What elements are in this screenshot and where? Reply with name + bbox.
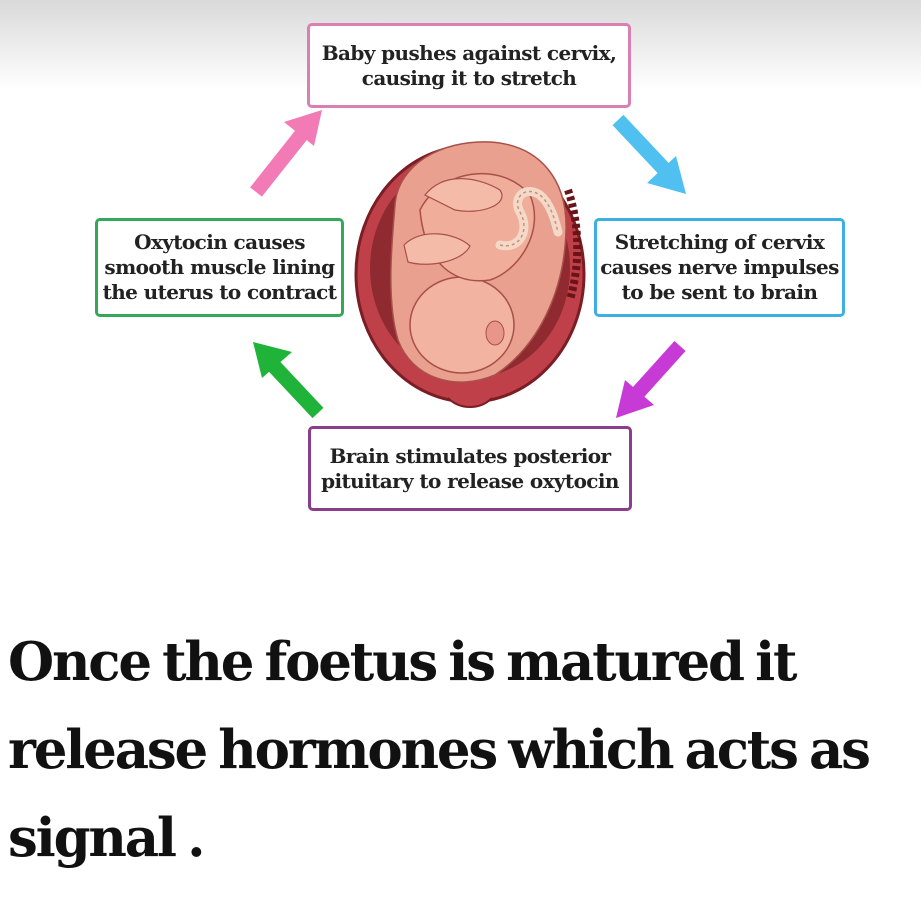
caption-line: signal . (8, 807, 206, 869)
caption-line: release hormones which acts as (8, 719, 871, 781)
caption-text: Once the foetus is matured it release ho… (8, 618, 918, 882)
arrow-bottom-to-left (253, 342, 324, 419)
step-text-line: causes nerve impulses (600, 255, 839, 279)
step-box-nerve-impulses: Stretching of cervix causes nerve impuls… (594, 218, 845, 317)
arrow-left-to-top (250, 110, 322, 197)
caption-line: Once the foetus is matured it (8, 631, 798, 693)
step-text-line: Baby pushes against cervix, (321, 40, 617, 65)
step-text-line: the uterus to contract (102, 280, 337, 304)
step-text-line: to be sent to brain (621, 280, 818, 304)
feedback-loop-diagram (250, 110, 686, 419)
arrow-right-to-bottom (616, 340, 686, 418)
step-box-oxytocin-contract: Oxytocin causes smooth muscle lining the… (95, 218, 344, 317)
step-text-line: smooth muscle lining (104, 255, 335, 279)
step-text-line: Brain stimulates posterior (329, 443, 611, 468)
step-text-line: Stretching of cervix (614, 230, 825, 254)
step-box-baby-pushes: Baby pushes against cervix, causing it t… (307, 23, 631, 108)
step-box-brain-stimulates: Brain stimulates posterior pituitary to … (308, 426, 632, 511)
arrow-top-to-right (612, 114, 686, 194)
step-text-line: Oxytocin causes (134, 230, 305, 254)
step-text-line: pituitary to release oxytocin (321, 468, 619, 493)
step-text-line: causing it to stretch (361, 65, 577, 90)
fetus-in-uterus-illustration (354, 141, 586, 408)
